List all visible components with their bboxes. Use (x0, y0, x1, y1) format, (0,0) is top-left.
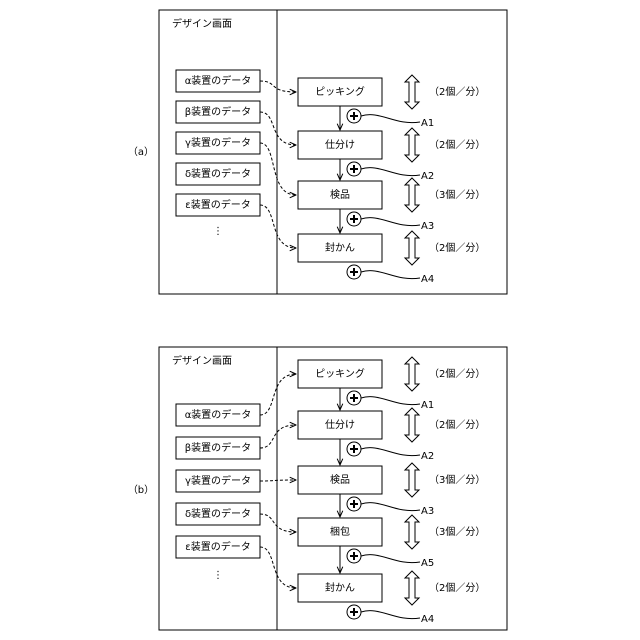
process-step[interactable]: 検品 (298, 181, 382, 209)
device-label: γ装置のデータ (185, 136, 251, 149)
device-item[interactable]: γ装置のデータ (176, 132, 260, 154)
step-label: ピッキング (315, 85, 365, 98)
device-label: ε装置のデータ (185, 540, 250, 553)
ellipsis: ⋮ (213, 570, 223, 581)
throughput-label: （3個／分） (429, 188, 485, 201)
panel-a: （a） デザイン画面 α装置のデータ β装置のデータ γ装置のデータ δ装置のデータ ε装置… (128, 10, 507, 294)
device-label: α装置のデータ (185, 74, 252, 87)
step-label: ピッキング (315, 367, 365, 380)
device-item[interactable]: δ装置のデータ (176, 163, 260, 185)
step-label: 仕分け (325, 418, 355, 431)
throughput-label: （2個／分） (429, 85, 485, 98)
throughput-label: （2個／分） (429, 418, 485, 431)
panel-b: （b） デザイン画面 α装置のデータ β装置のデータ γ装置のデータ δ装置のデータ ε装置… (128, 347, 507, 630)
device-label: β装置のデータ (185, 441, 251, 454)
device-item[interactable]: γ装置のデータ (176, 470, 260, 492)
device-label: α装置のデータ (185, 408, 252, 421)
add-point-label: A4 (421, 274, 434, 285)
process-step[interactable]: 封かん (298, 574, 382, 602)
device-label: γ装置のデータ (185, 474, 251, 487)
add-point-label: A4 (421, 614, 434, 625)
add-step-button[interactable] (347, 497, 361, 511)
device-item[interactable]: α装置のデータ (176, 404, 260, 426)
add-step-button[interactable] (347, 265, 361, 279)
throughput-label: （2個／分） (429, 241, 485, 254)
add-step-button[interactable] (347, 605, 361, 619)
screen-title: デザイン画面 (172, 17, 232, 30)
device-item[interactable]: ε装置のデータ (176, 194, 260, 216)
add-point-label: A2 (421, 171, 434, 182)
step-label: 封かん (325, 241, 355, 254)
device-item[interactable]: δ装置のデータ (176, 503, 260, 525)
device-item[interactable]: ε装置のデータ (176, 536, 260, 558)
add-step-button[interactable] (347, 442, 361, 456)
add-point-label: A3 (421, 506, 434, 517)
process-step[interactable]: ピッキング (298, 360, 382, 388)
add-point-label: A1 (421, 400, 434, 411)
panel-label: （b） (128, 484, 154, 496)
add-point-label: A3 (421, 221, 434, 232)
add-step-button[interactable] (347, 391, 361, 405)
step-label: 梱包 (330, 525, 350, 538)
device-label: δ装置のデータ (185, 167, 251, 180)
panel-label: （a） (128, 146, 154, 158)
throughput-label: （3個／分） (429, 525, 485, 538)
device-item[interactable]: β装置のデータ (176, 437, 260, 459)
add-step-button[interactable] (347, 162, 361, 176)
throughput-label: （2個／分） (429, 367, 485, 380)
process-step[interactable]: ピッキング (298, 78, 382, 106)
device-item[interactable]: α装置のデータ (176, 70, 260, 92)
device-label: ε装置のデータ (185, 198, 250, 211)
step-label: 仕分け (325, 138, 355, 151)
screen-title: デザイン画面 (172, 354, 232, 367)
process-step[interactable]: 梱包 (298, 518, 382, 546)
add-step-button[interactable] (347, 109, 361, 123)
device-label: δ装置のデータ (185, 507, 251, 520)
add-step-button[interactable] (347, 212, 361, 226)
add-point-label: A1 (421, 118, 434, 129)
throughput-label: （2個／分） (429, 138, 485, 151)
process-step[interactable]: 検品 (298, 466, 382, 494)
step-label: 検品 (330, 473, 350, 486)
step-label: 封かん (325, 581, 355, 594)
throughput-label: （2個／分） (429, 581, 485, 594)
process-step[interactable]: 封かん (298, 234, 382, 262)
device-label: β装置のデータ (185, 105, 251, 118)
device-item[interactable]: β装置のデータ (176, 101, 260, 123)
process-step[interactable]: 仕分け (298, 131, 382, 159)
add-point-label: A2 (421, 451, 434, 462)
add-point-label: A5 (421, 558, 434, 569)
add-step-button[interactable] (347, 549, 361, 563)
ellipsis: ⋮ (213, 226, 223, 237)
throughput-label: （3個／分） (429, 473, 485, 486)
step-label: 検品 (330, 188, 350, 201)
process-step[interactable]: 仕分け (298, 411, 382, 439)
